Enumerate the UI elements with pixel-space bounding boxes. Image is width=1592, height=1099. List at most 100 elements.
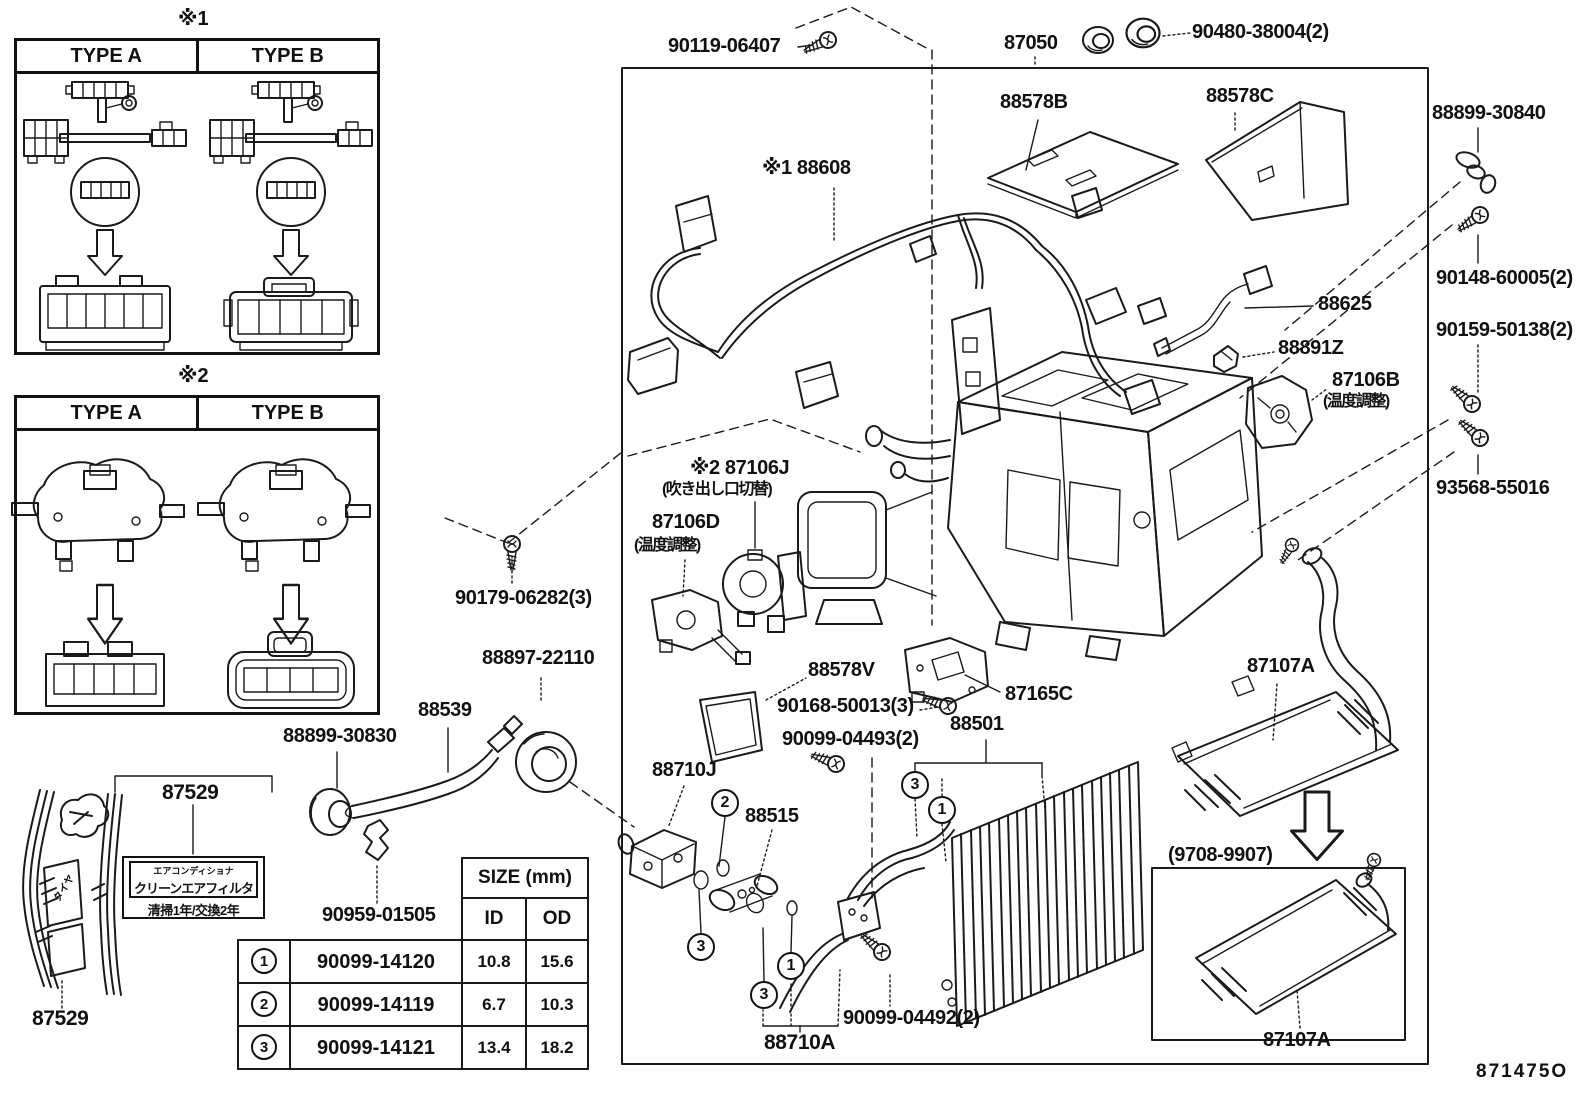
size-table-title: SIZE (mm) (478, 867, 572, 888)
part-label-87165c: 87165C (1005, 683, 1073, 705)
part-label-87529-upper: 87529 (162, 781, 219, 804)
part-label-88578c: 88578C (1206, 85, 1274, 107)
part-label-88899-30830: 88899-30830 (283, 725, 397, 747)
type-table1-art (24, 82, 372, 351)
size-col-id: ID (484, 908, 504, 929)
part-label-88710j: 88710J (652, 759, 717, 781)
part-label-88578b: 88578B (1000, 91, 1068, 113)
table2-type-a-header: TYPE A (70, 401, 143, 424)
pillar-stripes-art (22, 789, 123, 996)
table1-type-b-header: TYPE B (195, 41, 378, 71)
size-col-od: OD (542, 908, 572, 929)
size-row1-num: 1 (251, 948, 277, 974)
part-label-87107a-upper: 87107A (1247, 655, 1315, 677)
callout-1-a: 1 (928, 796, 956, 824)
part-label-90119-06407: 90119-06407 (668, 35, 781, 57)
part-label-90480-38004: 90480-38004(2) (1192, 21, 1329, 43)
callout-1-b: 1 (777, 952, 805, 980)
callout-2: 2 (711, 789, 739, 817)
leader-lines (61, 32, 1479, 1033)
part-label-88710a: 88710A (764, 1031, 836, 1054)
part-label-87106b: 87106B (1332, 369, 1400, 391)
diagram-code: 871475O (1476, 1061, 1569, 1082)
servo-87106j-art (722, 549, 807, 633)
clamp-90959-art (363, 819, 389, 861)
type-table-1: TYPE A TYPE B (14, 38, 380, 355)
size-row1-part: 90099-14120 (317, 951, 435, 973)
harness-88608-art (627, 187, 1161, 415)
part-label-88578v: 88578V (808, 659, 875, 681)
part-label-90959-01505: 90959-01505 (322, 904, 436, 926)
filter-label-line1: エアコンディショナ (153, 866, 234, 876)
callout-3-c: 3 (750, 981, 778, 1009)
inner-frame-box (1151, 867, 1406, 1041)
size-row1-od: 15.6 (540, 952, 574, 971)
part-label-87529-lower: 87529 (32, 1007, 89, 1030)
callout-3-b: 3 (687, 933, 715, 961)
part-label-88891z: 88891Z (1278, 337, 1344, 359)
heater-unit-art (797, 287, 1263, 661)
part-label-88608: ※1 88608 (762, 157, 851, 179)
pad-88578c-art (1205, 101, 1349, 221)
type-table-2: TYPE A TYPE B (14, 395, 380, 715)
part-label-88625: 88625 (1318, 293, 1372, 315)
part-label-87106d: 87106D (652, 511, 720, 533)
clamp-88891z-art (1213, 345, 1239, 373)
label-9708-9907: (9708-9907) (1168, 844, 1273, 866)
part-label-90099-04492: 90099-04492(2) (843, 1007, 980, 1029)
part-label-87107a-lower: 87107A (1263, 1029, 1331, 1051)
size-row3-part: 90099-14121 (317, 1037, 435, 1059)
evaporator-art (941, 761, 1144, 1027)
size-table-grid (237, 857, 589, 1070)
part-label-87050: 87050 (1004, 32, 1058, 54)
servo-87165c-art (904, 637, 989, 703)
heater-core-lower-art (1195, 850, 1397, 1015)
part-label-88515: 88515 (745, 805, 799, 827)
table2-caption: ※2 (178, 365, 209, 387)
size-row2-part: 90099-14119 (317, 994, 435, 1016)
part-label-87106b-note: (温度調整) (1323, 393, 1390, 410)
part-label-88539: 88539 (418, 699, 472, 721)
cable-88625-art (1153, 265, 1273, 357)
part-label-87106j-note: (吹き出し口切替) (662, 481, 773, 498)
size-row3-id: 13.4 (477, 1038, 511, 1057)
grommet-88897-art (515, 731, 577, 793)
servo-87106d-art (651, 589, 751, 665)
part-label-90159-50138: 90159-50138(2) (1436, 319, 1573, 341)
hose-88539-art (344, 715, 523, 819)
part-label-88897-22110: 88897-22110 (482, 647, 595, 669)
type-table2-art (11, 458, 371, 709)
construction-lines (444, 6, 1461, 899)
size-row3-num: 3 (251, 1034, 277, 1060)
pad-88578b-art (987, 131, 1179, 219)
part-label-88501: 88501 (950, 713, 1004, 735)
part-label-87106d-note: (温度調整) (634, 537, 701, 554)
fasteners-art (503, 17, 1497, 965)
size-row3-od: 18.2 (540, 1038, 574, 1057)
size-row2-od: 10.3 (540, 995, 574, 1014)
filter-label-line3: 清掃1年/交換2年 (147, 903, 240, 918)
part-label-90148-60005: 90148-60005(2) (1436, 267, 1573, 289)
filter-label-line2: クリーンエアフィルタ (133, 881, 254, 896)
filter-label-inner-box (129, 861, 258, 898)
part-label-90099-04493: 90099-04493(2) (782, 728, 919, 750)
part-label-90179-06282: 90179-06282(3) (455, 587, 592, 609)
part-label-90168-50013: 90168-50013(3) (777, 695, 914, 717)
size-row1-id: 10.8 (477, 952, 511, 971)
grommet-88899-30830-art (309, 788, 352, 836)
table2-type-b-header: TYPE B (195, 398, 378, 428)
table1-caption: ※1 (178, 8, 209, 30)
part-label-88899-30840: 88899-30840 (1432, 102, 1546, 124)
main-frame-box (621, 67, 1429, 1065)
callout-3-a: 3 (901, 771, 929, 799)
pad-88578v-art (699, 691, 763, 763)
filter-label-box (122, 856, 265, 919)
part-label-93568-55016: 93568-55016 (1436, 477, 1550, 499)
size-row2-id: 6.7 (482, 995, 506, 1014)
part-label-87106j: ※2 87106J (690, 457, 790, 479)
valve-cluster-art (617, 821, 955, 1013)
heater-core-upper-art (1171, 535, 1399, 861)
servo-87106b-art (1245, 375, 1313, 449)
